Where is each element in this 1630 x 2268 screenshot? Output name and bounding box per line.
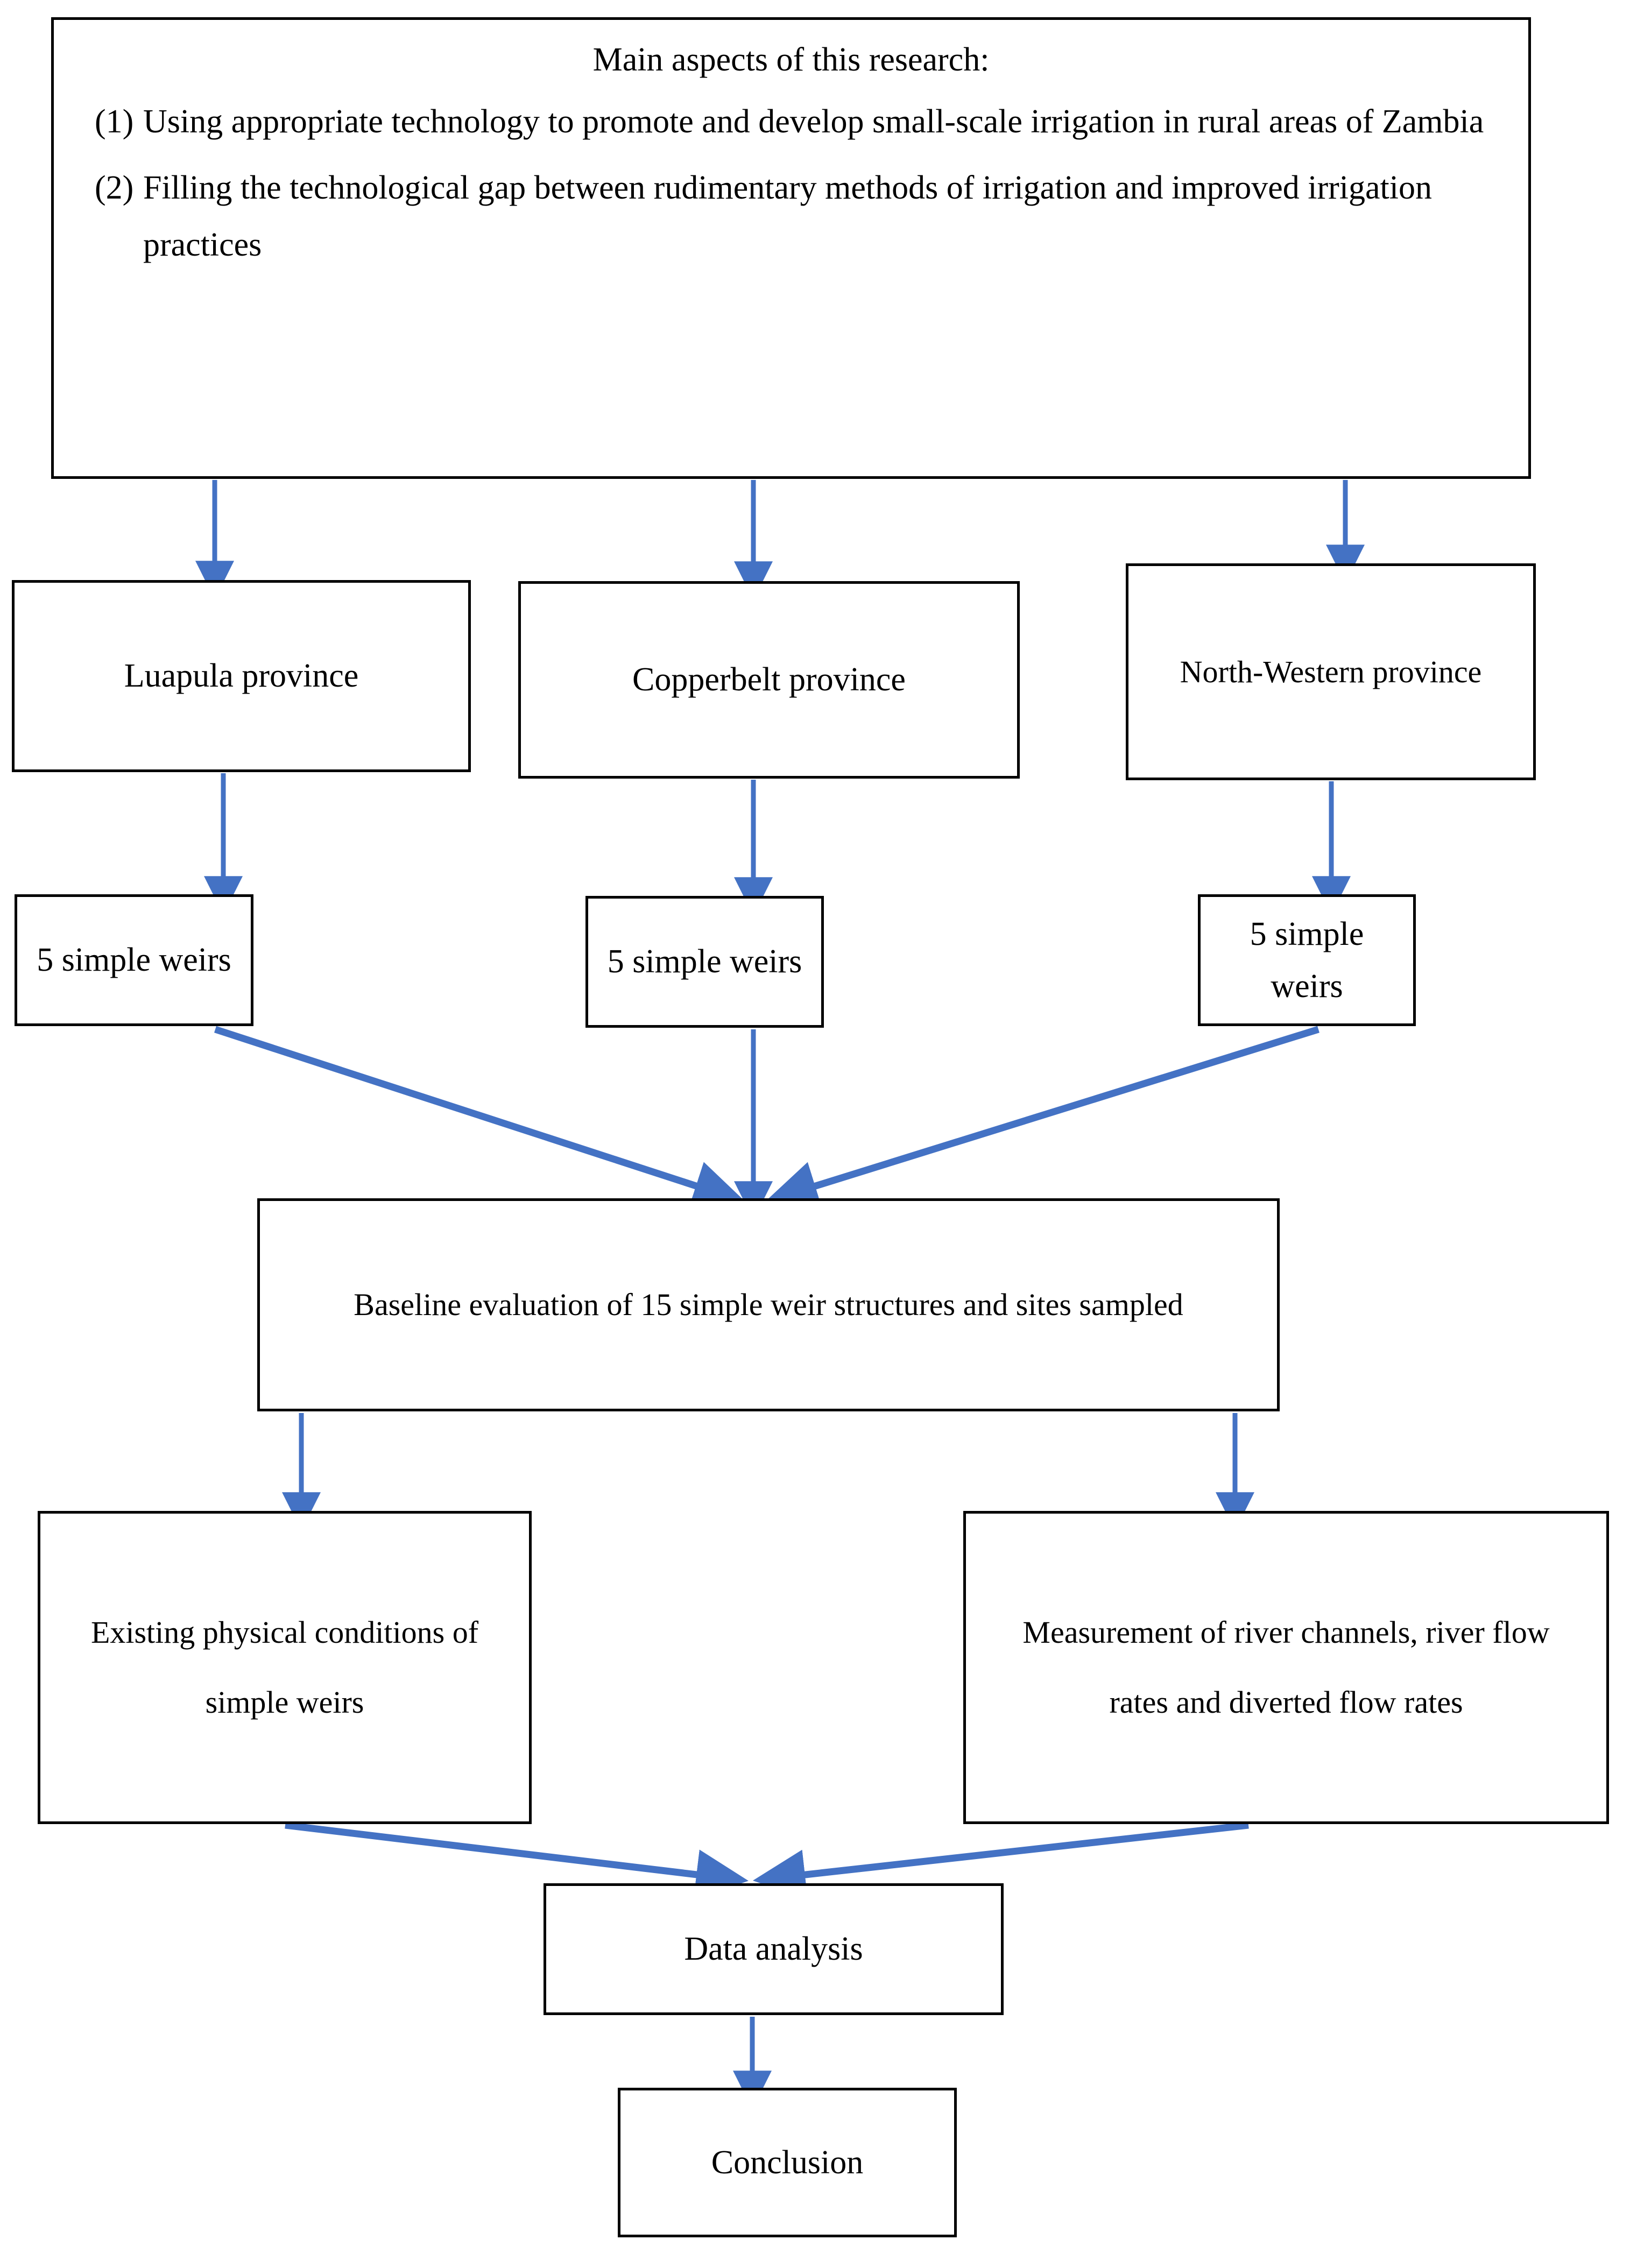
arrow-physical-to-data-analysis <box>285 1821 749 1900</box>
arrow-weir-left-to-baseline <box>214 1026 746 1210</box>
measurement-of-river-channels-label: Measurement of river channels, river flo… <box>1022 1614 1550 1720</box>
main-aspect-item: (2) Filling the technological gap betwee… <box>80 159 1502 274</box>
main-aspect-text: Using appropriate technology to promote … <box>143 103 1484 140</box>
existing-physical-conditions-label: Existing physical conditions of simple w… <box>90 1614 479 1720</box>
main-aspects-box: Main aspects of this research: (1) Using… <box>51 17 1531 479</box>
weirs-label: 5 simple weirs <box>1250 916 1364 1005</box>
weirs-label: 5 simple weirs <box>37 942 231 979</box>
weirs-box-north-western: 5 simple weirs <box>1198 894 1416 1026</box>
baseline-evaluation-box: Baseline evaluation of 15 simple weir st… <box>257 1198 1280 1411</box>
arrow-measurement-to-data-analysis <box>752 1821 1249 1900</box>
province-label: North-Western province <box>1180 654 1482 689</box>
conclusion-box: Conclusion <box>618 2088 957 2237</box>
province-label: Copperbelt province <box>632 661 906 698</box>
data-analysis-label: Data analysis <box>684 1931 863 1968</box>
weirs-box-luapula: 5 simple weirs <box>15 894 253 1026</box>
main-aspects-heading: Main aspects of this research: <box>592 41 990 78</box>
main-aspect-marker: (1) <box>95 103 134 140</box>
main-aspects-list: (1) Using appropriate technology to prom… <box>80 93 1502 274</box>
province-box-copperbelt: Copperbelt province <box>518 581 1020 779</box>
main-aspect-item: (1) Using appropriate technology to prom… <box>80 93 1502 151</box>
data-analysis-box: Data analysis <box>544 1883 1004 2015</box>
baseline-evaluation-label: Baseline evaluation of 15 simple weir st… <box>354 1287 1183 1322</box>
measurement-of-river-channels-box: Measurement of river channels, river flo… <box>963 1511 1609 1824</box>
existing-physical-conditions-box: Existing physical conditions of simple w… <box>38 1511 532 1824</box>
main-aspect-text: Filling the technological gap between ru… <box>143 169 1432 264</box>
province-label: Luapula province <box>124 658 359 695</box>
province-box-luapula: Luapula province <box>12 580 471 772</box>
conclusion-label: Conclusion <box>711 2144 864 2181</box>
weirs-box-copperbelt: 5 simple weirs <box>585 896 824 1028</box>
weirs-label: 5 simple weirs <box>607 943 802 980</box>
province-box-north-western: North-Western province <box>1126 563 1536 780</box>
main-aspect-marker: (2) <box>95 169 134 206</box>
arrow-weir-right-to-baseline <box>765 1026 1319 1210</box>
